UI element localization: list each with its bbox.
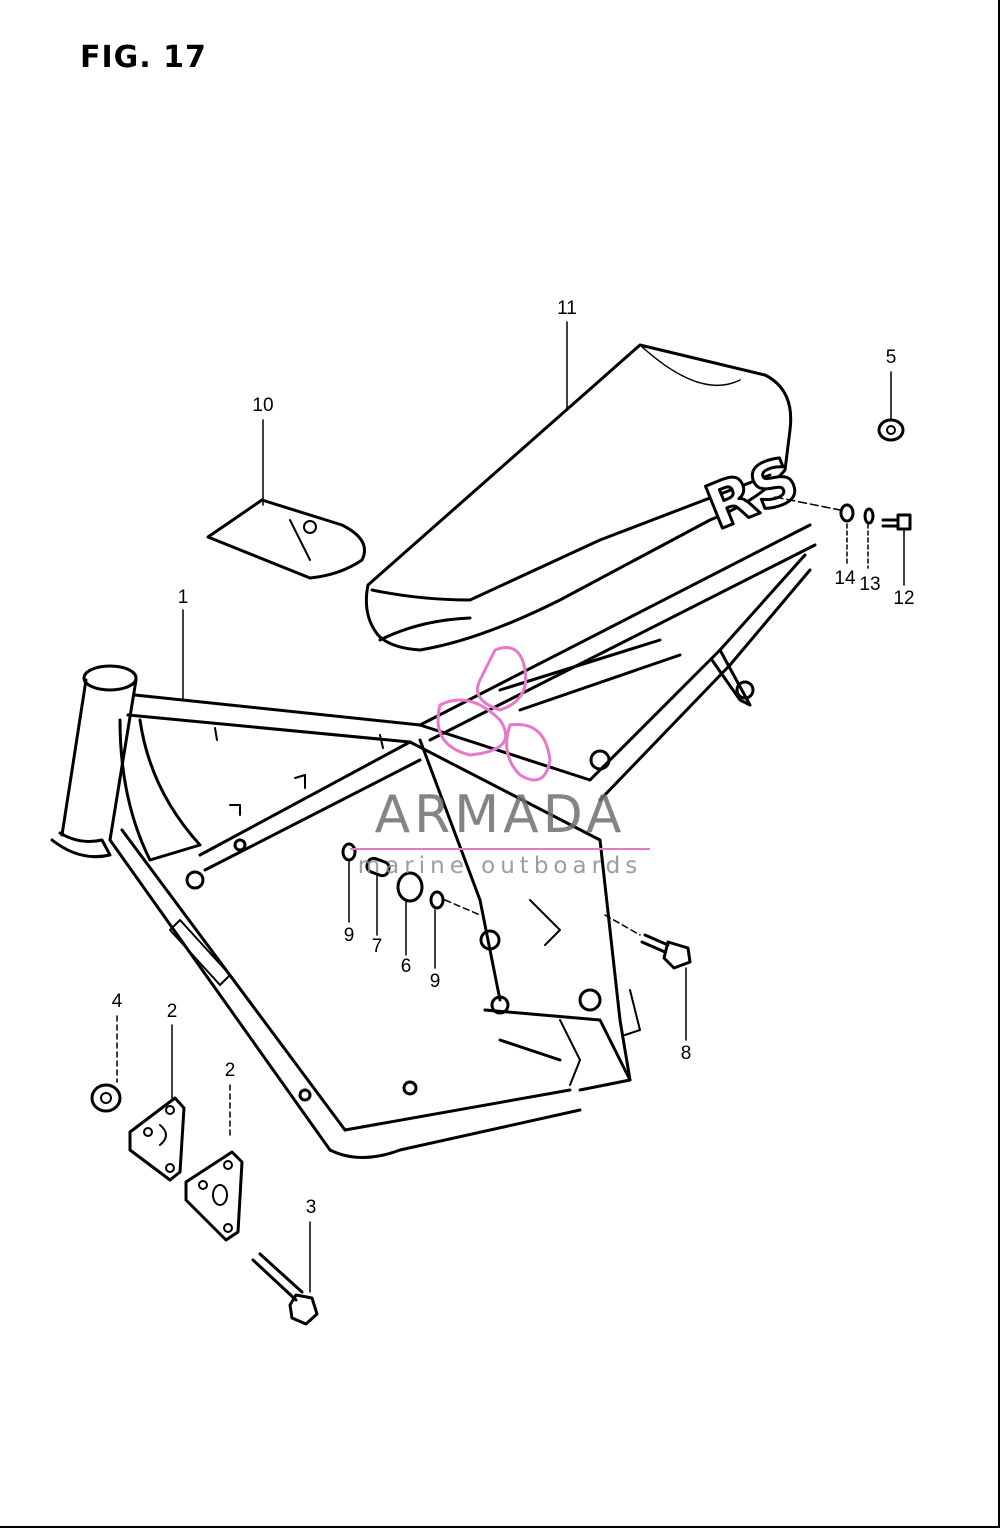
callout-9b: 9 [429,971,441,992]
watermark-brand: ARMADA [374,785,626,845]
callout-9a: 9 [343,925,355,946]
callout-3: 3 [305,1197,317,1218]
callout-2a: 2 [166,1001,178,1022]
callout-10: 10 [252,395,274,416]
callout-14: 14 [834,568,856,589]
frame-part [50,523,817,1159]
callout-13: 13 [859,574,881,595]
callout-2b: 2 [224,1060,236,1081]
callout-6: 6 [400,956,412,977]
figure-title: FIG. 17 [80,40,207,75]
callout-4: 4 [111,991,123,1012]
callout-11: 11 [557,298,577,319]
seat-pad-part [206,498,366,580]
leader-lines [116,321,905,1293]
watermark-logo-icon [436,646,552,782]
callout-7: 7 [371,936,383,957]
callout-12: 12 [893,588,915,609]
watermark-divider [350,848,650,850]
seat-part: RS [364,343,810,652]
hardware-parts [90,418,912,1326]
callout-1: 1 [177,587,189,608]
callout-8: 8 [680,1043,692,1064]
seat-emblem: RS [695,442,808,544]
watermark-tagline: marine outboards [357,853,643,879]
callout-5: 5 [885,347,897,368]
